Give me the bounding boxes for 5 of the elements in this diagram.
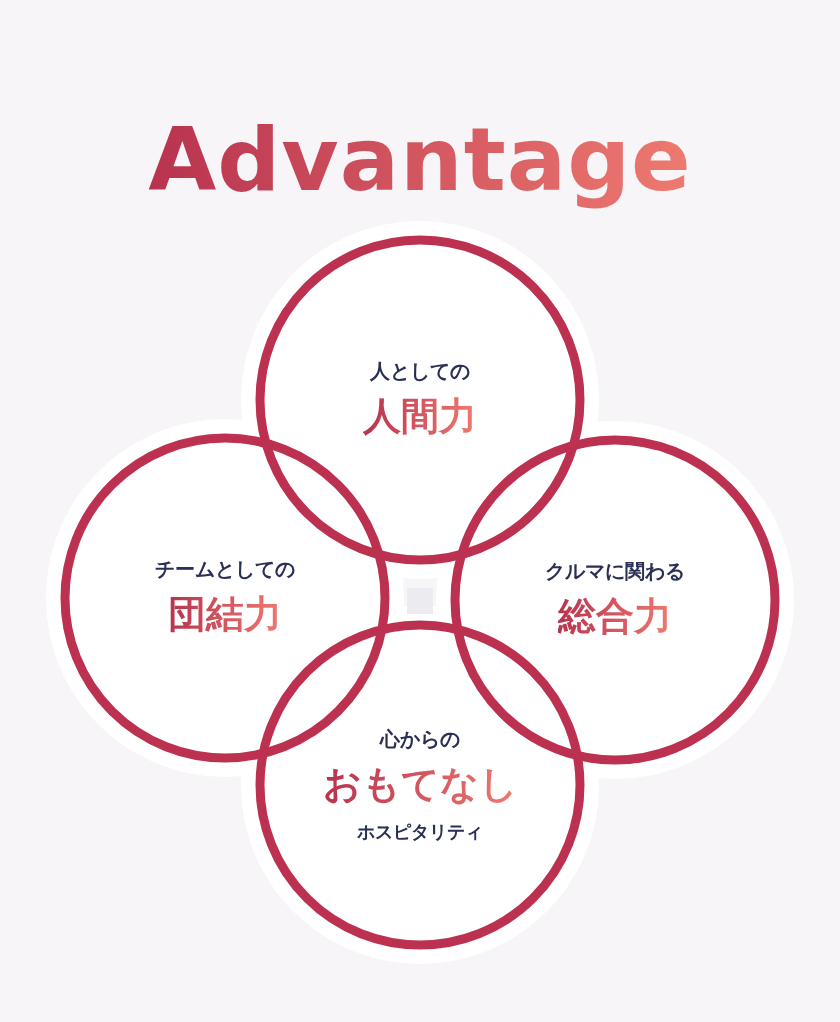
subtitle-text: クルマに関わる <box>545 558 685 585</box>
subtitle-text: チームとしての <box>155 556 295 583</box>
subtitle-text: 心からの <box>380 726 460 753</box>
caption-text: ホスピタリティ <box>357 820 483 844</box>
subtitle-text: 人としての <box>370 358 470 385</box>
